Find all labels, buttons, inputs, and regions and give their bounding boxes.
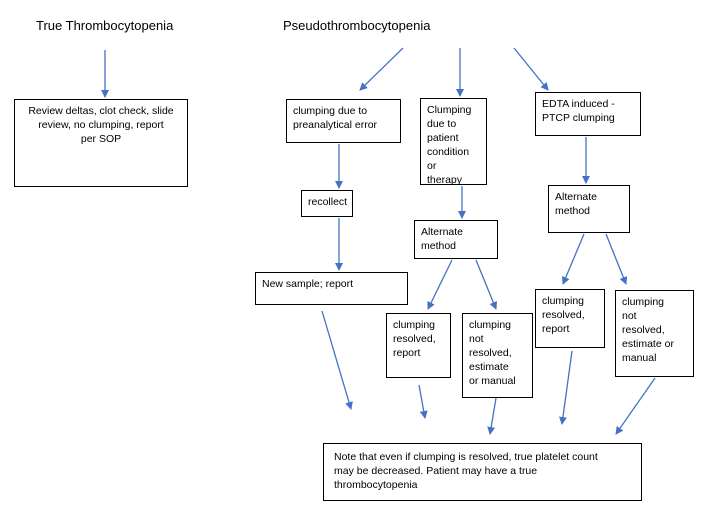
patient-condition-text: Clumping due to patient condition or the… <box>427 104 472 186</box>
note-text: Note that even if clumping is resolved, … <box>334 451 598 491</box>
note-box: Note that even if clumping is resolved, … <box>323 443 642 501</box>
edta-induced-box: EDTA induced - PTCP clumping <box>535 92 641 136</box>
recollect-text: recollect <box>308 196 348 208</box>
alternate-method-box-1: Alternate method <box>414 220 498 259</box>
alternate-method-box-2: Alternate method <box>548 185 630 233</box>
true-thrombocytopenia-heading: True Thrombocytopenia <box>36 18 174 33</box>
new-sample-text: New sample; report <box>262 278 354 290</box>
patient-condition-box: Clumping due to patient condition or the… <box>420 98 487 186</box>
arrow-not-resolved-2-to-note <box>615 377 656 435</box>
pseudothrombocytopenia-heading: Pseudothrombocytopenia <box>283 18 431 33</box>
clumping-not-resolved-box-2: clumping not resolved, estimate or manua… <box>615 290 694 377</box>
arrow-not-resolved-1-to-note <box>487 397 497 435</box>
arrow-alternate-method-to-not-resolved-2 <box>605 233 628 285</box>
alternate-method-text-2: Alternate method <box>555 191 598 217</box>
arrow-resolved-1-to-note <box>418 384 428 419</box>
arrow-alternate-method-to-not-resolved-1 <box>475 259 498 310</box>
alternate-method-text-1: Alternate method <box>421 226 464 252</box>
review-box: Review deltas, clot check, slide review,… <box>14 99 188 187</box>
preanalytical-error-text: clumping due to preanalytical error <box>293 105 378 131</box>
recollect-box: recollect <box>301 190 353 217</box>
clumping-resolved-text-1: clumping resolved, report <box>393 319 436 359</box>
arrow-pseudo-to-edta <box>513 47 549 91</box>
clumping-not-resolved-text-1: clumping not resolved, estimate or manua… <box>469 319 516 387</box>
edta-induced-text: EDTA induced - PTCP clumping <box>542 98 615 124</box>
arrow-alternate-method-to-resolved-1 <box>427 259 453 310</box>
arrow-pseudo-to-preanalytical <box>359 47 404 91</box>
clumping-resolved-box-1: clumping resolved, report <box>386 313 451 378</box>
clumping-resolved-box-2: clumping resolved, report <box>535 289 605 348</box>
arrow-new-sample-to-note <box>321 310 353 410</box>
preanalytical-error-box: clumping due to preanalytical error <box>286 99 401 143</box>
new-sample-box: New sample; report <box>255 272 408 305</box>
clumping-resolved-text-2: clumping resolved, report <box>542 295 585 335</box>
clumping-not-resolved-text-2: clumping not resolved, estimate or manua… <box>622 296 674 364</box>
clumping-not-resolved-box-1: clumping not resolved, estimate or manua… <box>462 313 533 398</box>
review-text: Review deltas, clot check, slide review,… <box>28 105 174 145</box>
arrow-alternate-method-to-resolved-2 <box>562 233 585 285</box>
arrow-resolved-2-to-note <box>558 350 573 425</box>
